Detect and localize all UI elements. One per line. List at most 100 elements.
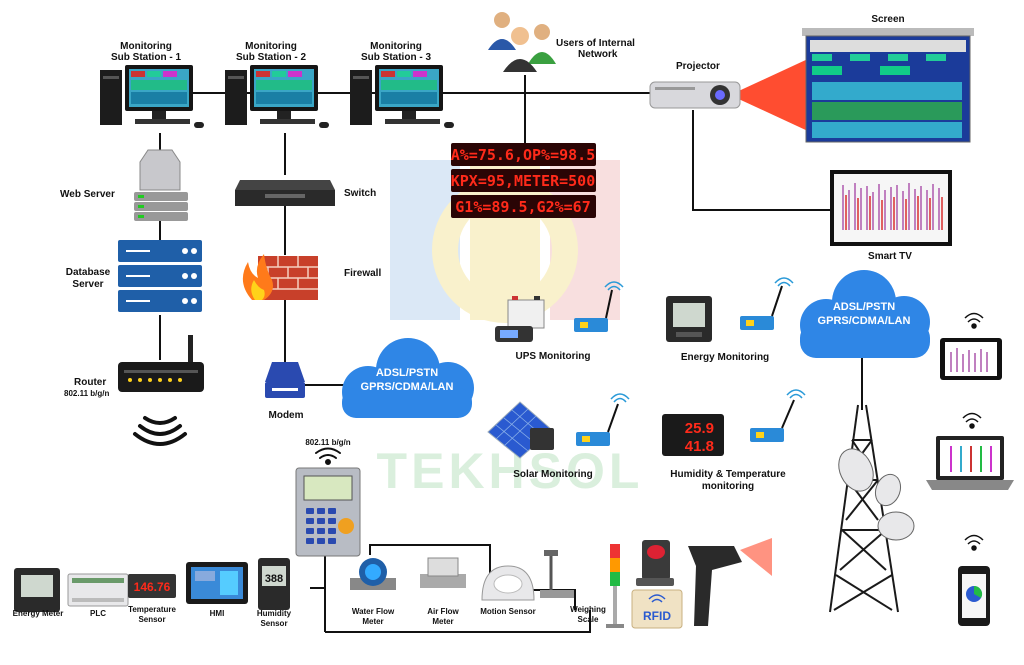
water-flow-label-line1: Water Flow bbox=[352, 607, 395, 616]
projector-icon[interactable] bbox=[649, 81, 741, 109]
energy-signal-icon bbox=[774, 277, 794, 287]
humtemp-label-line2: monitoring bbox=[702, 481, 754, 492]
humtemp-signal-icon bbox=[786, 389, 806, 399]
humidity-sensor-icon[interactable] bbox=[258, 558, 290, 610]
satellite-dish-icon bbox=[838, 448, 915, 541]
hmi-icon[interactable] bbox=[186, 562, 248, 604]
router-sublabel: 802.11 b/g/n bbox=[64, 389, 109, 398]
air-flow-label-line1: Air Flow bbox=[427, 607, 459, 616]
logger-wifi-label: 802.11 b/g/n bbox=[305, 438, 350, 447]
substation-1-label-line2: Sub Station - 1 bbox=[111, 52, 181, 63]
temperature-label-line2: Sensor bbox=[138, 615, 165, 624]
database-label-line2: Server bbox=[72, 279, 103, 290]
humidity-sensor-value: 388 bbox=[265, 573, 283, 585]
laptop-device[interactable] bbox=[926, 436, 1014, 490]
led-line-1: A%=75.6,OP%=98.5 bbox=[451, 146, 596, 164]
users-icon[interactable] bbox=[488, 12, 556, 72]
web-server-label: Web Server bbox=[60, 189, 115, 200]
energy-transmitter-icon[interactable] bbox=[740, 285, 783, 330]
router-icon[interactable] bbox=[118, 335, 204, 392]
users-label-line1: Users of Internal bbox=[556, 38, 635, 49]
motion-sensor-label: Motion Sensor bbox=[480, 607, 536, 616]
rfid-label: RFID bbox=[643, 609, 671, 623]
weighing-scale-icon[interactable] bbox=[540, 550, 574, 598]
air-flow-label-line2: Meter bbox=[432, 617, 453, 626]
weighing-label-line2: Scale bbox=[578, 615, 599, 624]
ups-battery-icon[interactable] bbox=[495, 296, 545, 342]
humtemp-top-value: 25.9 bbox=[685, 420, 714, 437]
rfid-card-icon[interactable] bbox=[631, 589, 683, 629]
smart-tv[interactable] bbox=[830, 170, 952, 246]
smart-tv-label: Smart TV bbox=[868, 251, 912, 262]
smartphone-device[interactable] bbox=[958, 566, 990, 626]
humidity-label-line1: Humidity bbox=[257, 609, 292, 618]
substation-2-label-line1: Monitoring bbox=[245, 41, 297, 52]
solar-signal-icon bbox=[610, 393, 630, 403]
hmi-label: HMI bbox=[210, 609, 225, 618]
solar-panel-icon[interactable] bbox=[487, 401, 554, 459]
laptop-signal-icon bbox=[962, 412, 982, 429]
led-display-board bbox=[451, 143, 596, 218]
humtemp-label-line1: Humidity & Temperature bbox=[670, 469, 786, 480]
plc-label: PLC bbox=[90, 609, 106, 618]
switch-icon[interactable] bbox=[235, 180, 335, 206]
led-line-3: G1%=89.5,G2%=67 bbox=[455, 198, 590, 216]
rfid-wave-icon bbox=[648, 594, 666, 603]
switch-label: Switch bbox=[344, 188, 376, 199]
energy-meter-icon[interactable] bbox=[14, 568, 60, 612]
temperature-sensor-icon[interactable] bbox=[128, 574, 176, 598]
tablet-signal-icon bbox=[964, 312, 984, 329]
cloud-network-2 bbox=[800, 270, 930, 358]
projector-beam bbox=[730, 58, 810, 132]
weighing-label-line1: Weighing bbox=[570, 605, 606, 614]
cloud-network-1 bbox=[342, 338, 474, 418]
database-server-icon[interactable] bbox=[118, 240, 202, 312]
barcode-scanner-icon[interactable] bbox=[688, 538, 772, 626]
solar-transmitter-icon[interactable] bbox=[576, 403, 619, 446]
solar-label: Solar Monitoring bbox=[513, 469, 592, 480]
humtemp-bottom-value: 41.8 bbox=[685, 438, 714, 455]
cloud2-label-line1: ADSL/PSTN bbox=[833, 301, 895, 313]
water-flow-label-line2: Meter bbox=[362, 617, 383, 626]
cloud1-label-line1: ADSL/PSTN bbox=[376, 367, 438, 379]
plc-icon[interactable] bbox=[67, 573, 129, 607]
substation-1-label-line1: Monitoring bbox=[120, 41, 172, 52]
motion-sensor-icon[interactable] bbox=[481, 565, 535, 601]
air-flow-meter-icon[interactable] bbox=[420, 557, 466, 588]
ups-transmitter-icon[interactable] bbox=[574, 289, 613, 332]
ups-signal-icon bbox=[604, 281, 624, 291]
substation-1[interactable] bbox=[100, 65, 204, 128]
modem-icon[interactable] bbox=[265, 362, 305, 398]
tablet-device[interactable] bbox=[940, 338, 1002, 380]
projector-label: Projector bbox=[676, 61, 720, 72]
database-label-line1: Database bbox=[66, 267, 111, 278]
projection-screen[interactable] bbox=[802, 28, 974, 143]
humidity-temperature-display[interactable] bbox=[662, 414, 724, 456]
users-label-line2: Network bbox=[578, 49, 618, 60]
humtemp-transmitter-icon[interactable] bbox=[750, 399, 795, 442]
phone-signal-icon bbox=[964, 534, 984, 551]
temperature-sensor-value: 146.76 bbox=[134, 580, 171, 594]
energy-meter-label: Energy Meter bbox=[13, 609, 64, 618]
energy-monitoring-label: Energy Monitoring bbox=[681, 352, 769, 363]
substation-2[interactable] bbox=[225, 65, 329, 128]
energy-monitoring-meter-icon[interactable] bbox=[666, 296, 712, 342]
substation-3-label-line1: Monitoring bbox=[370, 41, 422, 52]
signal-tower-light-icon[interactable] bbox=[606, 544, 624, 628]
fingerprint-reader-icon[interactable] bbox=[636, 540, 674, 586]
substation-3[interactable] bbox=[350, 65, 454, 128]
temperature-label-line1: Temperature bbox=[128, 605, 176, 614]
substation-2-label-line2: Sub Station - 2 bbox=[236, 52, 306, 63]
telecom-tower-icon[interactable] bbox=[829, 404, 899, 613]
wifi-icon bbox=[133, 416, 187, 446]
router-label: Router bbox=[74, 377, 106, 388]
data-logger-device[interactable] bbox=[295, 467, 361, 557]
firewall-icon[interactable] bbox=[242, 254, 318, 300]
humidity-label-line2: Sensor bbox=[260, 619, 287, 628]
screen-label: Screen bbox=[871, 14, 904, 25]
logger-wifi-icon bbox=[315, 447, 341, 465]
web-server-icon[interactable] bbox=[134, 149, 188, 221]
ups-label: UPS Monitoring bbox=[516, 351, 591, 362]
water-flow-meter-icon[interactable] bbox=[350, 558, 396, 590]
